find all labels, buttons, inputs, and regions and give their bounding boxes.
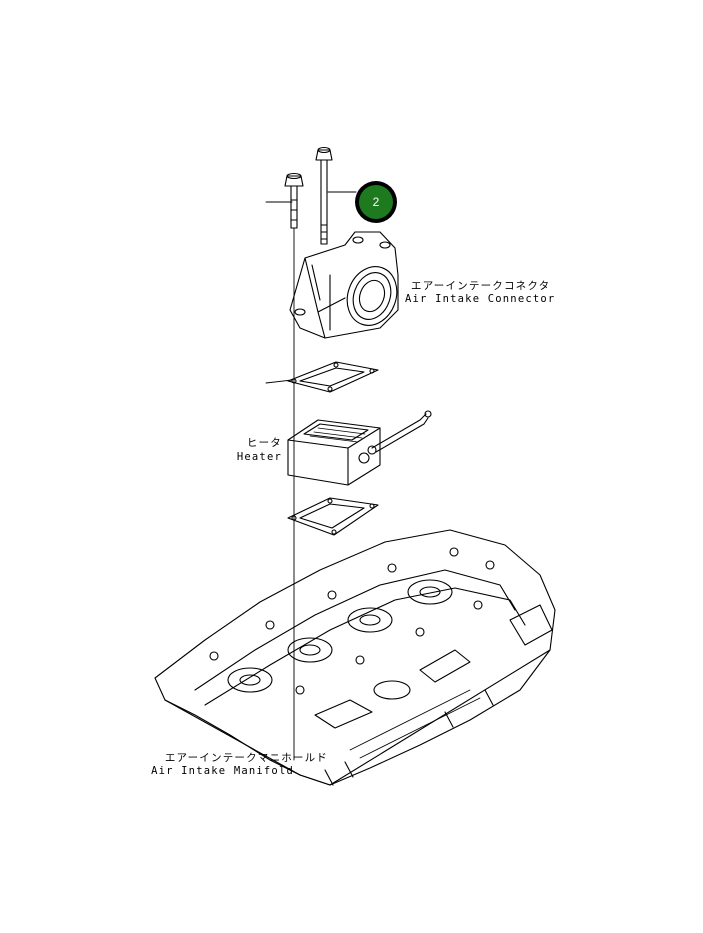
long-bolt — [315, 146, 333, 245]
upper-gasket — [287, 361, 379, 393]
manifold-label-jp: エアーインテークマニホールド — [164, 752, 328, 764]
callout-number: 2 — [359, 185, 393, 219]
lower-gasket — [287, 497, 379, 536]
short-bolt — [284, 172, 304, 229]
cylinder-head-intake-manifold — [154, 529, 556, 786]
callout-badge[interactable]: 2 — [355, 181, 397, 223]
connector-label-jp: エアーインテークコネクタ — [411, 280, 551, 292]
heater-label-jp: ヒータ — [246, 437, 282, 449]
heater — [287, 410, 432, 486]
connector-label-en: Air Intake Connector — [405, 293, 556, 305]
air-intake-connector — [289, 231, 399, 339]
manifold-label-en: Air Intake Manifold — [151, 765, 294, 777]
heater-label-en: Heater — [236, 451, 282, 463]
gasket-leader-line — [265, 379, 293, 384]
